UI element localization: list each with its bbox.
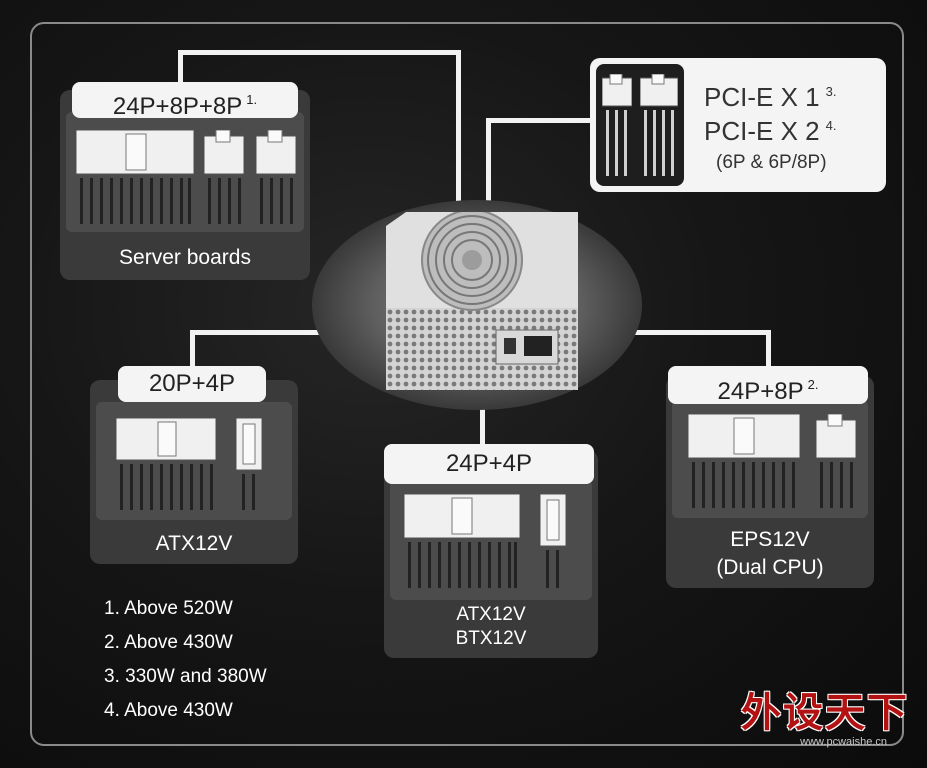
pci-e-x1-text: PCI-E X 1 (704, 82, 820, 112)
server-24pin-connector-icon (76, 130, 194, 224)
footnote-2: 2. Above 430W (104, 632, 233, 653)
pci-e-line-1: PCI-E X 1 3. (704, 82, 836, 113)
btx12v-caption-line-1: ATX12V (456, 604, 526, 625)
line-right-horizontal (574, 330, 770, 335)
eps12v-8pin-connector-icon (816, 414, 856, 508)
eps12v-note-ref: 2. (807, 377, 819, 392)
pci-e-x2-ref: 4. (825, 118, 837, 134)
server-8pin-connector-a-icon (204, 130, 244, 224)
watermark-logo: 外设天下 (741, 690, 909, 736)
pci-e-6pin-connector-icon (602, 74, 632, 176)
pci-e-x2-text: PCI-E X 2 (704, 116, 820, 146)
line-pci-horizontal (486, 118, 596, 123)
btx12v-4pin-connector-icon (540, 494, 566, 588)
psu-unit-image (386, 212, 578, 390)
outer-frame (30, 22, 904, 746)
line-server-top (178, 50, 460, 55)
atx12v-4pin-connector-icon (236, 418, 262, 510)
line-pci-vertical (486, 118, 491, 218)
footnotes: 1. Above 520W 2. Above 430W 3. 330W and … (104, 592, 267, 728)
server-note-ref: 1. (246, 92, 258, 107)
line-bottom-drop (480, 388, 485, 444)
footnote-1: 1. Above 520W (104, 598, 233, 619)
pci-e-line-2: PCI-E X 2 4. (704, 116, 836, 147)
footnote-4: 4. Above 430W (104, 700, 233, 721)
line-server-drop (178, 50, 183, 82)
line-left-drop (190, 330, 195, 370)
eps12v-24pin-connector-icon (688, 414, 800, 508)
pci-e-pin-spec: (6P & 6P/8P) (716, 152, 827, 173)
server-boards-caption: Server boards (119, 246, 251, 269)
footnote-3: 3. 330W and 380W (104, 666, 267, 687)
btx12v-caption-line-2: BTX12V (455, 628, 527, 649)
btx12v-connector-label: 24P+4P (384, 444, 594, 484)
line-left-horizontal (190, 330, 390, 335)
eps12v-caption-line-2: (Dual CPU) (716, 556, 824, 579)
server-connector-text: 24P+8P+8P (112, 93, 243, 120)
eps12v-connector-text: 24P+8P (717, 378, 804, 405)
pci-e-8pin-connector-icon (640, 74, 678, 176)
server-8pin-connector-b-icon (256, 130, 296, 224)
line-right-drop (766, 330, 771, 370)
pci-e-x1-ref: 3. (825, 84, 837, 100)
btx12v-24pin-connector-icon (404, 494, 520, 588)
atx12v-caption: ATX12V (155, 532, 233, 555)
atx12v-connector-label: 20P+4P (118, 366, 266, 402)
atx12v-20pin-connector-icon (116, 418, 216, 510)
line-center-vertical (456, 50, 461, 220)
watermark-url: www.pcwaishe.cn (800, 736, 887, 748)
eps12v-caption-line-1: EPS12V (730, 528, 810, 551)
